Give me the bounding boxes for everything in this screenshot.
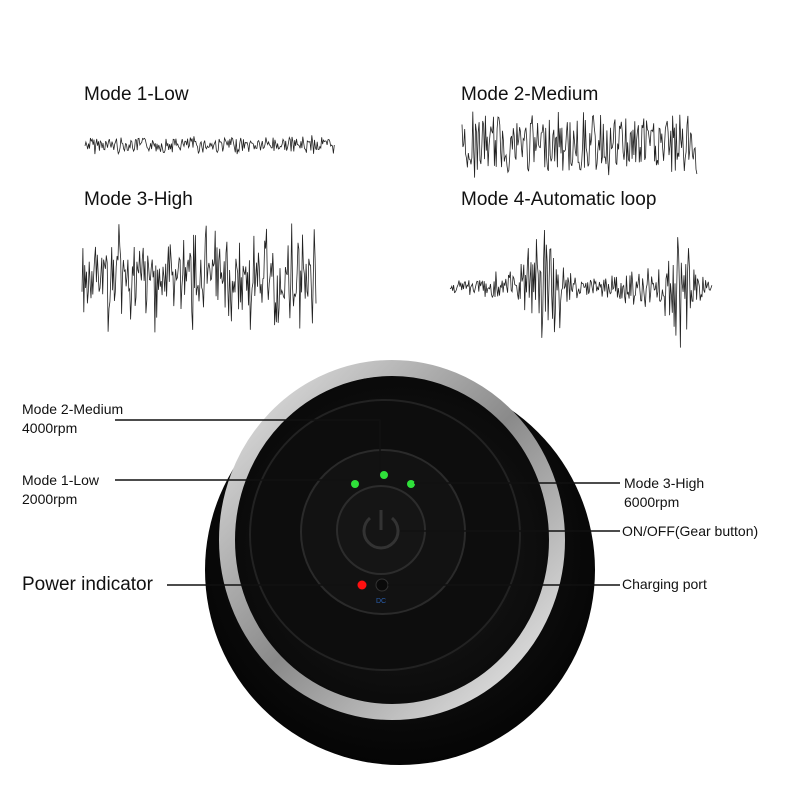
leader-lines (115, 419, 620, 586)
mode-3-waveform (81, 223, 317, 333)
callout-mode-1: Mode 1-Low 2000rpm (22, 471, 99, 509)
led-mode-1 (351, 480, 359, 488)
silver-ring (219, 360, 565, 720)
mode-2-waveform (461, 111, 698, 178)
led-mode-3 (407, 480, 415, 488)
callout-charging-port: Charging port (622, 576, 707, 592)
callout-on-off: ON/OFF(Gear button) (622, 523, 759, 539)
callout-mode-3-name: Mode 3-High (624, 475, 705, 491)
callout-power-indicator: Power indicator (22, 574, 153, 595)
callout-mode-1-name: Mode 1-Low (22, 472, 100, 488)
mode-2-title: Mode 2-Medium (461, 84, 599, 105)
charging-port (375, 578, 389, 592)
callout-mode-1-rpm: 2000rpm (22, 491, 78, 507)
mode-3-title: Mode 3-High (84, 189, 193, 210)
massage-ball-device: DC (205, 360, 595, 765)
power-icon (362, 510, 400, 550)
mode-1-waveform (84, 135, 335, 155)
callout-mode-3: Mode 3-High 6000rpm (624, 474, 704, 512)
mode-4-title: Mode 4-Automatic loop (461, 189, 657, 210)
power-indicator-led (357, 580, 367, 590)
callout-mode-2-name: Mode 2-Medium (22, 401, 124, 417)
mode-4-waveform (449, 229, 713, 348)
mode-1-title: Mode 1-Low (84, 84, 189, 105)
callout-mode-2-rpm: 4000rpm (22, 420, 78, 436)
led-mode-2 (380, 471, 388, 479)
callout-mode-2: Mode 2-Medium 4000rpm (22, 400, 123, 438)
callout-mode-3-rpm: 6000rpm (624, 494, 680, 510)
port-label: DC (376, 598, 386, 605)
